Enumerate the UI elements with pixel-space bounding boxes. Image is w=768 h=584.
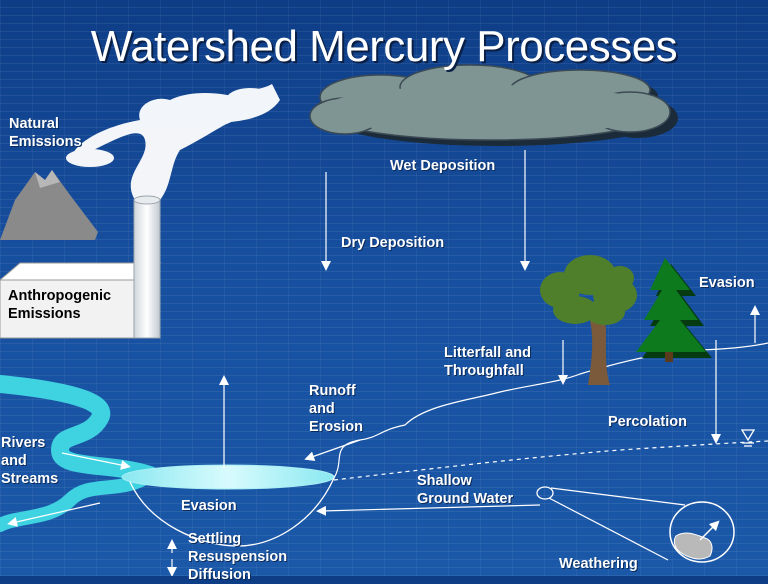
label-natural-emissions: Natural Emissions bbox=[9, 115, 82, 151]
label-shallow-ground-water: Shallow Ground Water bbox=[417, 472, 513, 508]
water-table-line bbox=[333, 440, 768, 481]
label-weathering: Weathering bbox=[559, 556, 638, 572]
cloud-icon bbox=[309, 64, 678, 146]
smokestack-icon bbox=[0, 195, 162, 339]
water-table-icon bbox=[740, 429, 756, 447]
ground-surface bbox=[333, 342, 768, 479]
label-line: Settling bbox=[188, 531, 242, 547]
label-line: Emissions bbox=[8, 306, 81, 322]
evergreen-tree-icon bbox=[636, 258, 712, 362]
label-line: Rivers bbox=[1, 435, 46, 451]
label-wet-deposition: Wet Deposition bbox=[390, 158, 496, 174]
label-line: Emissions bbox=[9, 134, 82, 150]
flow-arrows bbox=[7, 150, 760, 576]
label-line: Runoff bbox=[309, 383, 356, 399]
connector-line bbox=[548, 497, 669, 561]
label-dry-deposition: Dry Deposition bbox=[341, 235, 445, 251]
label-line: and bbox=[309, 401, 335, 417]
rock-icon bbox=[669, 501, 735, 563]
deciduous-tree-icon bbox=[540, 255, 637, 385]
label-line: Streams bbox=[1, 471, 59, 487]
label-line: Ground Water bbox=[417, 491, 514, 507]
label-evasion-lake: Evasion bbox=[181, 498, 237, 514]
label-line: Erosion bbox=[309, 419, 363, 435]
label-anthropogenic-emissions: Anthropogenic Emissions bbox=[8, 287, 111, 323]
arrow-groundwater-flow bbox=[316, 504, 541, 516]
lake-basin bbox=[129, 477, 335, 547]
connector-line bbox=[550, 487, 686, 506]
label-litterfall: Litterfall and Throughfall bbox=[444, 344, 531, 380]
label-line: Shallow bbox=[417, 473, 472, 489]
label-percolation: Percolation bbox=[608, 414, 687, 430]
label-line: Anthropogenic bbox=[8, 288, 112, 304]
label-evasion-land: Evasion bbox=[699, 275, 755, 291]
arrow-rivers bbox=[61, 452, 131, 470]
arrow-runoff bbox=[304, 439, 361, 462]
label-runoff: Runoff and Erosion bbox=[309, 382, 363, 436]
label-rivers: Rivers and Streams bbox=[1, 434, 58, 488]
arrow-river-outflow bbox=[7, 502, 101, 527]
river bbox=[0, 375, 159, 532]
label-line: and bbox=[1, 453, 27, 469]
page-title: Watershed Mercury Processes bbox=[90, 22, 678, 71]
label-line: Resuspension bbox=[188, 549, 288, 565]
label-line: Natural bbox=[9, 116, 59, 132]
label-line: Throughfall bbox=[444, 363, 524, 379]
smoke-plume bbox=[66, 84, 280, 200]
label-line: Diffusion bbox=[188, 567, 251, 583]
lake bbox=[121, 464, 335, 490]
volcano-icon bbox=[0, 170, 98, 240]
label-line: Litterfall and bbox=[444, 345, 532, 361]
groundwater-node bbox=[536, 486, 554, 500]
